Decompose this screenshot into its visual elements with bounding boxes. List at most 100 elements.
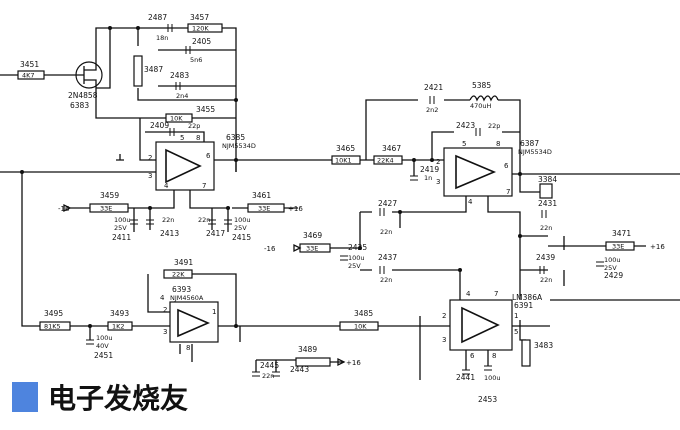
svg-text:40V: 40V	[96, 342, 109, 350]
svg-text:100u: 100u	[484, 374, 501, 382]
svg-text:25V: 25V	[234, 224, 247, 232]
svg-text:2: 2	[442, 312, 446, 320]
svg-text:2: 2	[163, 306, 167, 314]
svg-text:6391: 6391	[514, 301, 533, 310]
svg-text:2409: 2409	[150, 121, 169, 130]
svg-text:81K5: 81K5	[44, 323, 61, 331]
svg-text:1K2: 1K2	[112, 323, 125, 331]
svg-text:6383: 6383	[70, 101, 89, 110]
svg-text:3: 3	[148, 172, 152, 180]
svg-text:100u: 100u	[234, 216, 251, 224]
svg-text:3483: 3483	[534, 341, 553, 350]
opamp-u6393: 2 3 1 8 4 6393 NJM4560A	[160, 285, 219, 352]
svg-text:2405: 2405	[192, 37, 211, 46]
svg-text:33E: 33E	[306, 245, 318, 253]
wires	[0, 27, 680, 380]
svg-text:5385: 5385	[472, 81, 491, 90]
svg-text:2425: 2425	[348, 243, 367, 252]
svg-text:+16: +16	[346, 359, 361, 367]
svg-text:10K1: 10K1	[335, 157, 352, 165]
svg-text:3489: 3489	[298, 345, 317, 354]
svg-text:3: 3	[442, 336, 446, 344]
svg-text:2423: 2423	[456, 121, 475, 130]
svg-text:2421: 2421	[424, 83, 443, 92]
svg-text:6: 6	[206, 152, 211, 160]
svg-text:3455: 3455	[196, 105, 215, 114]
svg-text:22n: 22n	[198, 216, 210, 224]
supply-terminals: -16 +16 -16 +16 +16	[58, 154, 665, 367]
svg-text:LM386A: LM386A	[512, 293, 543, 302]
svg-text:3467: 3467	[382, 144, 401, 153]
svg-text:NJM5534D: NJM5534D	[518, 148, 552, 156]
svg-text:2411: 2411	[112, 233, 131, 242]
svg-text:2431: 2431	[538, 199, 557, 208]
svg-text:2451: 2451	[94, 351, 113, 360]
svg-text:NJM5534D: NJM5534D	[222, 142, 256, 150]
svg-text:1n: 1n	[424, 174, 432, 182]
svg-text:+16: +16	[650, 243, 665, 251]
svg-text:6: 6	[470, 352, 475, 360]
svg-text:3459: 3459	[100, 191, 119, 200]
svg-text:3461: 3461	[252, 191, 271, 200]
svg-text:2: 2	[148, 154, 152, 162]
svg-text:3495: 3495	[44, 309, 63, 318]
svg-text:100u: 100u	[348, 254, 365, 262]
svg-text:33E: 33E	[612, 243, 624, 251]
capacitors: 2487 18n 2405 5n6 2483 2n4 2409 22p 100u…	[86, 13, 623, 404]
svg-text:4: 4	[468, 198, 473, 206]
svg-text:2n4: 2n4	[176, 92, 188, 100]
resistors: 3451 4K7 3457 120K 3487 3455 10K 3459 33…	[17, 13, 635, 367]
svg-text:3465: 3465	[336, 144, 355, 153]
svg-text:25V: 25V	[114, 224, 127, 232]
svg-text:2437: 2437	[378, 253, 397, 262]
svg-text:100u: 100u	[114, 216, 131, 224]
svg-text:100u: 100u	[604, 256, 621, 264]
svg-text:3384: 3384	[538, 175, 557, 184]
svg-text:2429: 2429	[604, 271, 623, 280]
svg-text:4: 4	[466, 290, 471, 298]
opamp-u6385: 2 3 6 5 8 4 7 6385 NJM5534D	[148, 133, 256, 191]
svg-text:3485: 3485	[354, 309, 373, 318]
svg-text:5: 5	[462, 140, 466, 148]
svg-text:2453: 2453	[478, 395, 497, 404]
svg-text:2419: 2419	[420, 165, 439, 174]
svg-text:1: 1	[514, 312, 518, 320]
svg-text:33E: 33E	[258, 205, 270, 213]
svg-text:22n: 22n	[162, 216, 174, 224]
svg-text:2417: 2417	[206, 229, 225, 238]
svg-text:6393: 6393	[172, 285, 191, 294]
svg-text:10K: 10K	[170, 115, 183, 123]
svg-text:4K7: 4K7	[22, 72, 35, 80]
svg-text:25V: 25V	[604, 264, 617, 272]
svg-text:22n: 22n	[540, 276, 552, 284]
jfet-transistor: 2N4858 6383	[68, 61, 103, 110]
svg-text:33E: 33E	[100, 205, 112, 213]
svg-text:3451: 3451	[20, 60, 39, 69]
svg-text:2445: 2445	[260, 361, 279, 370]
svg-text:6385: 6385	[226, 133, 245, 142]
svg-text:4: 4	[160, 294, 165, 302]
svg-text:22n: 22n	[380, 228, 392, 236]
svg-text:25V: 25V	[348, 262, 361, 270]
svg-text:22n: 22n	[262, 372, 274, 380]
svg-text:18n: 18n	[156, 34, 168, 42]
svg-text:22n: 22n	[380, 276, 392, 284]
watermark-logo: 电子发烧友	[12, 382, 188, 415]
svg-text:470uH: 470uH	[470, 102, 492, 110]
svg-text:4: 4	[164, 182, 169, 190]
svg-text:5: 5	[180, 134, 184, 142]
svg-text:7: 7	[494, 290, 498, 298]
svg-text:3493: 3493	[110, 309, 129, 318]
svg-text:3487: 3487	[144, 65, 163, 74]
svg-text:2487: 2487	[148, 13, 167, 22]
svg-text:1: 1	[212, 308, 216, 316]
svg-text:22K4: 22K4	[377, 157, 394, 165]
svg-text:3: 3	[436, 178, 440, 186]
svg-text:3471: 3471	[612, 229, 631, 238]
svg-text:2413: 2413	[160, 229, 179, 238]
svg-text:2: 2	[436, 158, 440, 166]
svg-text:2439: 2439	[536, 253, 555, 262]
svg-text:22n: 22n	[540, 224, 552, 232]
svg-text:3457: 3457	[190, 13, 209, 22]
opamp-u6391: 2 3 1 5 4 7 6 8 LM386A 6391	[442, 290, 543, 360]
